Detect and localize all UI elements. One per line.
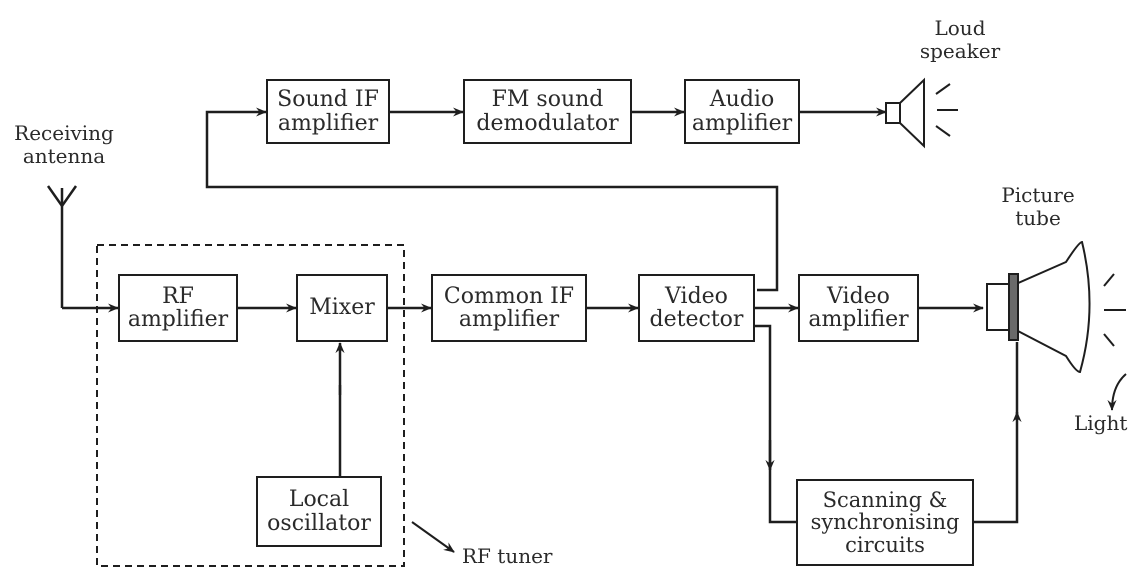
block-label: amplifier bbox=[691, 110, 793, 136]
light-rays-icon bbox=[1103, 273, 1126, 347]
light-label: Light bbox=[1074, 411, 1128, 435]
detector-to-scanning-arrow bbox=[755, 324, 775, 471]
block-label: amplifier bbox=[277, 110, 379, 136]
block-label: FM sound bbox=[491, 87, 604, 113]
block-label: Sound IF bbox=[277, 87, 379, 113]
rf-tuner-pointer-arrow bbox=[411, 521, 455, 553]
tube-electrode bbox=[1008, 273, 1019, 341]
sound-if-amplifier-block[interactable]: Sound IF amplifier bbox=[266, 79, 390, 144]
block-label: amplifier bbox=[808, 307, 909, 332]
fm-sound-demodulator-block[interactable]: FM sound demodulator bbox=[463, 79, 632, 144]
block-label: Scanning & bbox=[822, 488, 948, 513]
light-pointer-arrow bbox=[1107, 373, 1127, 411]
video-detector-block[interactable]: Video detector bbox=[638, 274, 755, 342]
common-if-amplifier-block[interactable]: Common IF amplifier bbox=[431, 274, 587, 342]
scanning-to-tube-arrow bbox=[974, 411, 1022, 524]
block-label: Video bbox=[665, 283, 728, 309]
block-label: Local bbox=[288, 487, 350, 513]
block-label: oscillator bbox=[267, 510, 371, 536]
block-label: Audio bbox=[709, 87, 775, 113]
block-label: Mixer bbox=[309, 295, 375, 321]
loud-speaker-label: Loud speaker bbox=[919, 16, 1001, 63]
audio-amplifier-block[interactable]: Audio amplifier bbox=[684, 79, 800, 144]
block-label: Common IF bbox=[443, 283, 575, 309]
mixer-block[interactable]: Mixer bbox=[296, 274, 388, 342]
rf-tuner-boundary bbox=[96, 244, 405, 567]
sound-feedback-path bbox=[205, 107, 779, 292]
local-oscillator-block[interactable]: Local oscillator bbox=[256, 476, 382, 547]
sound-waves-icon bbox=[935, 83, 958, 137]
scanning-synchronising-block[interactable]: Scanning & synchronising circuits bbox=[796, 479, 974, 566]
block-label: Video bbox=[827, 283, 890, 309]
picture-tube-label: Picture tube bbox=[1001, 183, 1075, 230]
scanning-feed-line bbox=[768, 440, 796, 524]
block-label: detector bbox=[649, 307, 744, 332]
video-amplifier-block[interactable]: Video amplifier bbox=[798, 274, 919, 342]
rf-tuner-label: RF tuner bbox=[462, 544, 553, 568]
receiving-antenna-label: Receiving antenna bbox=[14, 121, 114, 168]
loudspeaker-icon bbox=[885, 77, 925, 149]
block-label: amplifier bbox=[458, 307, 560, 332]
rf-amplifier-block[interactable]: RF amplifier bbox=[118, 274, 238, 342]
block-label: demodulator bbox=[476, 110, 619, 136]
block-label: synchronising bbox=[810, 510, 960, 535]
block-label: amplifier bbox=[127, 307, 229, 332]
block-label: circuits bbox=[845, 532, 925, 557]
block-label: RF bbox=[162, 283, 194, 309]
picture-tube-icon bbox=[986, 240, 1091, 374]
antenna-icon bbox=[46, 185, 78, 308]
